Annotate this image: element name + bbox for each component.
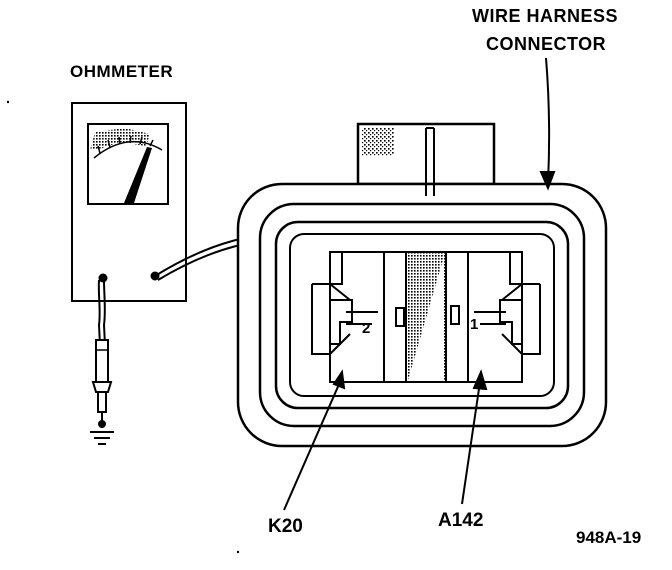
leader-wire-harness xyxy=(545,57,551,183)
harness-connector xyxy=(236,122,608,448)
ohmmeter-needle xyxy=(124,147,152,203)
terminal-k20-label: K20 xyxy=(268,516,303,537)
speck-2 xyxy=(236,550,240,554)
ohmmeter-dial-window xyxy=(87,123,169,205)
leader-lines xyxy=(283,57,556,511)
ohmmeter-scale-arc xyxy=(93,140,163,159)
cavity-right xyxy=(445,251,541,383)
cavity-left xyxy=(311,251,407,383)
pin-1-label: 1 xyxy=(470,316,479,333)
ohmmeter-label: OHMMETER xyxy=(70,62,174,81)
leader-a142 xyxy=(461,381,481,505)
ohmmeter-scale-ticks xyxy=(97,135,154,154)
ground-symbol xyxy=(90,431,114,445)
ohmmeter-body xyxy=(71,102,187,302)
wire-harness-label-line1: WIRE HARNESS xyxy=(472,6,619,26)
ohmmeter-jack-left xyxy=(98,273,108,283)
leader-k20 xyxy=(283,381,341,511)
terminal-a142-label: A142 xyxy=(438,510,484,531)
ground-probe xyxy=(91,279,113,428)
wire-harness-label-line2: CONNECTOR xyxy=(486,34,607,54)
speck-1 xyxy=(6,100,10,104)
pin-2-label: 2 xyxy=(362,320,371,337)
ohmmeter xyxy=(71,102,187,302)
figure-code-label: 948A-19 xyxy=(576,528,642,547)
